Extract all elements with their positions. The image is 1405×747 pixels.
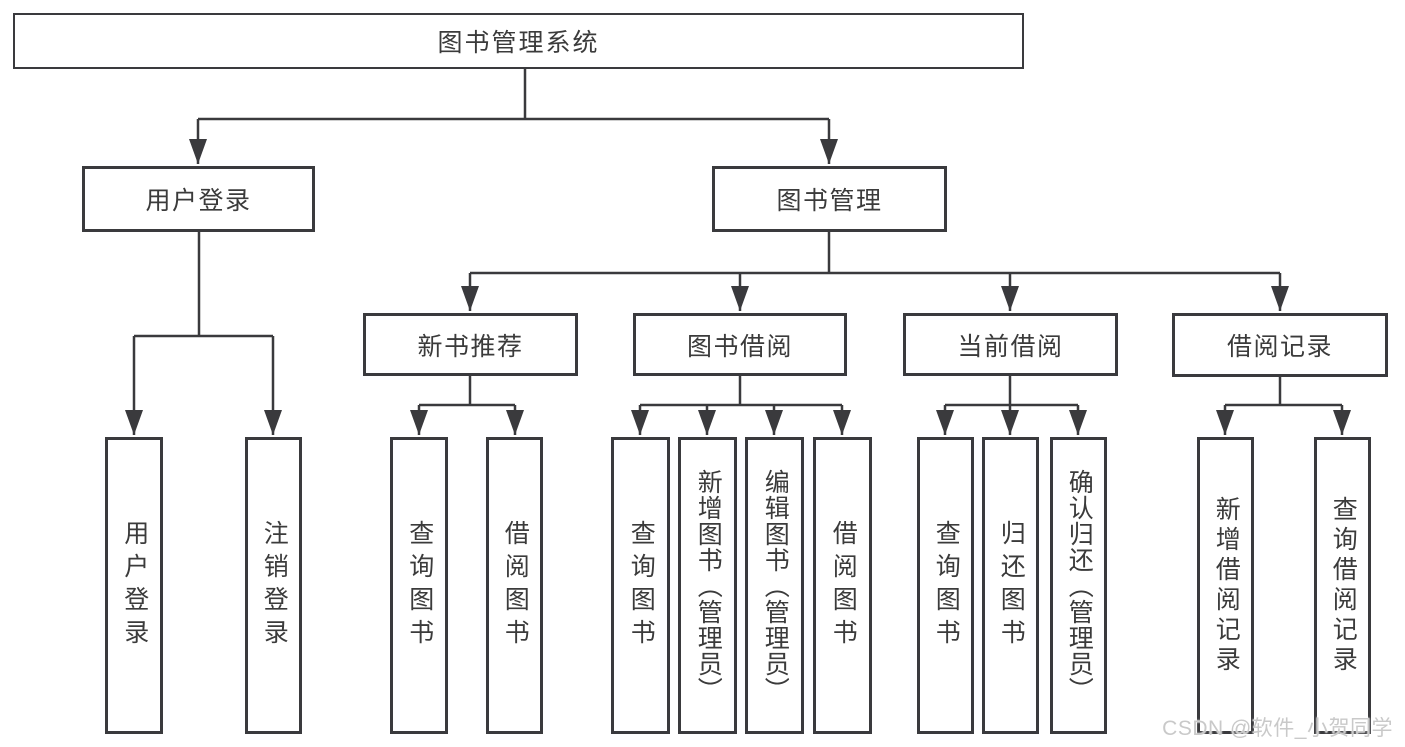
node-label: 注销登录 <box>260 519 289 652</box>
node-library-management-system: 图书管理系统 <box>13 13 1024 69</box>
node-label: 新书推荐 <box>417 332 524 361</box>
node-label: 归还图书 <box>997 519 1026 652</box>
node-leaf-query-borrow-record: 查询借阅记录 <box>1314 437 1371 734</box>
node-new-book-recommend: 新书推荐 <box>363 313 578 376</box>
edge-current-borrow-split <box>945 376 1078 407</box>
node-leaf-add-books-admin: 新增图书（管理员） <box>678 437 737 734</box>
node-leaf-query-books-3: 查询图书 <box>917 437 974 734</box>
node-label: 当前借阅 <box>957 332 1064 361</box>
node-leaf-edit-books-admin: 编辑图书（管理员） <box>745 437 804 734</box>
node-book-management: 图书管理 <box>712 166 947 232</box>
edge-book-mgmt-split <box>470 232 1280 275</box>
node-label: 借阅图书 <box>501 519 530 652</box>
node-label: 确认归还（管理员） <box>1065 468 1094 703</box>
edge-new-book-rec-split <box>419 376 515 407</box>
node-label: 用户登录 <box>120 519 149 652</box>
node-label: 图书管理系统 <box>437 29 600 57</box>
node-leaf-confirm-return-admin: 确认归还（管理员） <box>1050 437 1107 734</box>
node-leaf-return-books: 归还图书 <box>982 437 1039 734</box>
node-leaf-add-borrow-record: 新增借阅记录 <box>1197 437 1254 734</box>
edge-borrow-records-split <box>1225 377 1342 407</box>
node-leaf-logout: 注销登录 <box>245 437 302 734</box>
node-label: 查询图书 <box>932 519 961 652</box>
node-book-borrowing: 图书借阅 <box>633 313 847 376</box>
node-leaf-query-books-2: 查询图书 <box>611 437 670 734</box>
node-label: 图书借阅 <box>686 332 793 361</box>
node-user-login: 用户登录 <box>82 166 315 232</box>
node-label: 查询图书 <box>405 519 434 652</box>
node-leaf-borrow-books: 借阅图书 <box>486 437 543 734</box>
node-label: 编辑图书（管理员） <box>761 468 790 703</box>
node-current-borrowing: 当前借阅 <box>903 313 1118 376</box>
node-leaf-borrow-books-2: 借阅图书 <box>813 437 872 734</box>
edge-root-split <box>198 68 829 121</box>
node-label: 借阅记录 <box>1226 333 1333 361</box>
node-label: 查询借阅记录 <box>1329 495 1358 676</box>
node-label: 借阅图书 <box>829 519 858 652</box>
node-label: 图书管理 <box>776 187 883 215</box>
node-leaf-query-books: 查询图书 <box>390 437 448 734</box>
node-label: 用户登录 <box>145 187 252 215</box>
node-label: 新增图书（管理员） <box>694 468 723 703</box>
node-label: 新增借阅记录 <box>1212 495 1241 676</box>
edge-user-login-split <box>134 232 273 338</box>
node-borrowing-records: 借阅记录 <box>1172 313 1388 377</box>
node-label: 查询图书 <box>627 519 656 652</box>
edge-book-borrow-split <box>640 376 842 407</box>
node-leaf-user-login: 用户登录 <box>105 437 163 734</box>
